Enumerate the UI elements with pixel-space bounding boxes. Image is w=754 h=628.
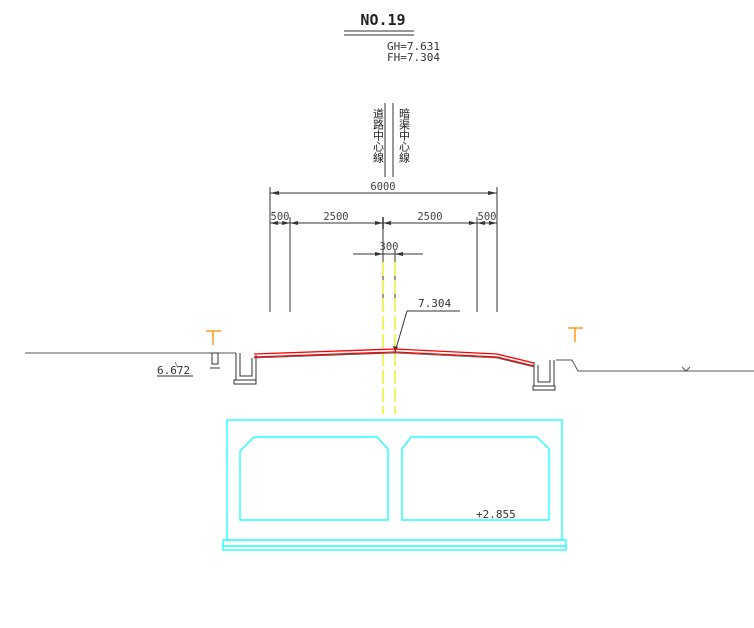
overall-dimension: 6000	[269, 181, 498, 200]
left-gutter	[233, 353, 257, 385]
right-t-marker	[568, 327, 583, 342]
existing-ground	[25, 352, 754, 372]
road-pavement	[253, 348, 535, 367]
culvert-centerline-label: 暗渠中心線	[398, 107, 411, 163]
culvert-invert-level-label: +2.855	[476, 508, 516, 521]
road-center-level-label: 7.304	[418, 297, 451, 310]
culvert-left-cell	[239, 436, 389, 521]
right-gutter	[532, 360, 556, 391]
left-survey-marker	[210, 352, 220, 369]
culvert-base-slab	[222, 539, 567, 547]
ground-height-label: GH=7.631	[387, 40, 440, 53]
center-offset-dimension: 300	[353, 241, 423, 256]
lane-dimensions: 500 2500 2500 500	[270, 211, 497, 229]
road-centerline-label: 道路中心線	[372, 107, 385, 163]
left-shoulder-label: 500	[271, 211, 290, 223]
left-ground-level-label: 6.672	[157, 364, 190, 377]
centerlines-yellow	[382, 262, 396, 414]
box-culvert	[222, 419, 567, 551]
culvert-base-leveling	[222, 545, 567, 551]
extension-lines	[269, 200, 498, 312]
section-number: NO.19	[360, 11, 405, 29]
culvert-right-cell	[401, 436, 550, 521]
road-center-level-leader: 7.304	[393, 297, 460, 353]
center-offset-label: 300	[380, 241, 399, 253]
road-subbase	[253, 352, 535, 368]
left-ground-level: 6.672	[157, 361, 193, 377]
right-shoulder-label: 500	[478, 211, 497, 223]
left-t-marker	[206, 330, 221, 345]
road-centerline-label-group: 道路中心線	[372, 103, 386, 177]
culvert-centerline-label-group: 暗渠中心線	[392, 103, 411, 177]
culvert-outer-wall	[226, 419, 563, 541]
finish-height-label: FH=7.304	[387, 51, 440, 64]
total-width-label: 6000	[370, 181, 395, 193]
right-lane-label: 2500	[417, 211, 442, 223]
left-lane-label: 2500	[323, 211, 348, 223]
